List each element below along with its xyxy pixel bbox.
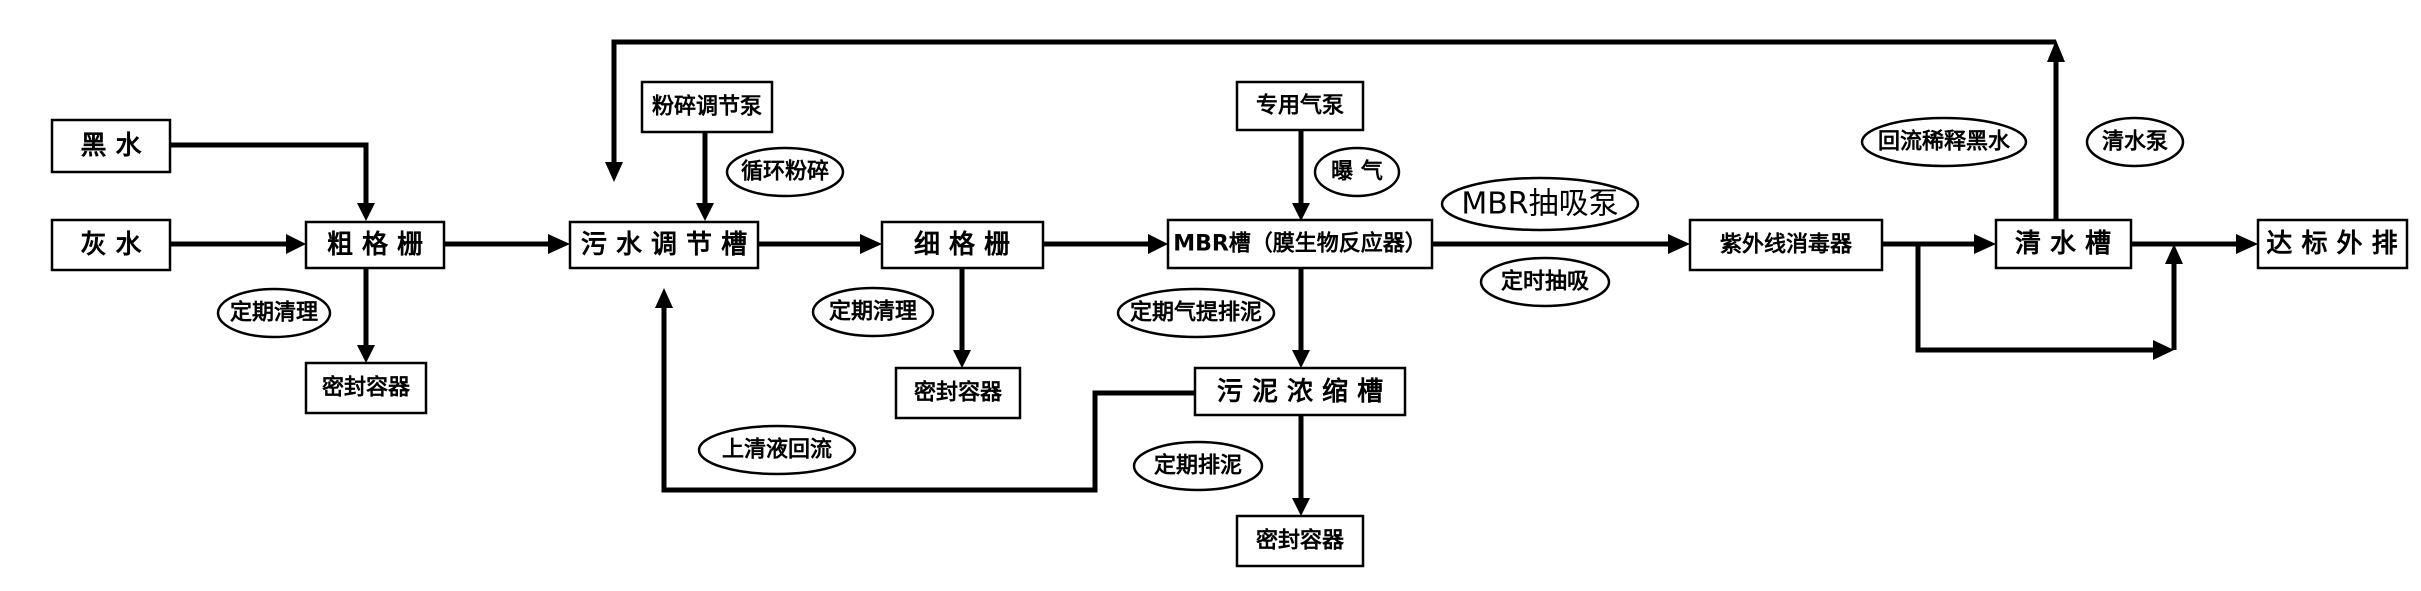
arrowhead (1668, 234, 1690, 254)
crushing-pump-node: 粉碎调节泵 (640, 80, 774, 134)
crushing-pump-label: 粉碎调节泵 (652, 94, 762, 120)
sludge-thickener-label: 污 泥 浓 缩 槽 (1217, 376, 1383, 407)
arrowhead (2165, 244, 2183, 264)
supernatant-return-annotation: 上清液回流 (697, 424, 857, 476)
periodic-sludge-annotation: 定期排泥 (1132, 440, 1264, 492)
arrowhead (357, 203, 375, 221)
arrowhead (1148, 234, 1168, 254)
flow-bypass (1915, 244, 2155, 353)
black-water-label: 黑 水 (80, 131, 142, 161)
clear-water-pump-annotation: 清水泵 (2085, 116, 2185, 168)
uv-disinfector-label: 紫外线消毒器 (1720, 232, 1853, 258)
cyclic-crushing-annotation: 循环粉碎 (725, 146, 845, 198)
grey-water-label: 灰 水 (80, 230, 142, 260)
arrowhead (605, 162, 623, 182)
air-pump-node: 专用气泵 (1235, 80, 1365, 132)
arrowhead (286, 234, 306, 254)
sealed-container-1-node: 密封容器 (304, 361, 428, 415)
discharge-node: 达 标 外 排 (2256, 218, 2409, 270)
clear-water-tank-label: 清 水 槽 (2015, 229, 2111, 259)
coarse-screen-node: 粗 格 栅 (304, 220, 446, 270)
arrowhead (1292, 350, 1310, 368)
flow-lines (170, 39, 2258, 516)
arrowhead (357, 345, 375, 363)
sealed-container-3-label: 密封容器 (1256, 528, 1345, 554)
cyclic-crushing-text: 循环粉碎 (741, 159, 829, 185)
mbr-tank-label: MBR槽（膜生物反应器） (1173, 231, 1427, 257)
annotation-ovals: 定期清理 循环粉碎 定期清理 曝 气 定期气提排泥 MBR抽吸泵 定时抽吸 定 (216, 116, 2185, 492)
clear-water-pump-text: 清水泵 (2102, 129, 2168, 155)
timed-suction-annotation: 定时抽吸 (1479, 256, 1611, 308)
process-boxes: 黑 水 灰 水 粗 格 栅 密封容器 污 水 调 节 槽 粉碎调节泵 细 格 栅 (50, 80, 2409, 568)
aeration-annotation: 曝 气 (1313, 146, 1401, 198)
mbr-suction-pump-text: MBR抽吸泵 (1461, 187, 1618, 222)
periodic-clean-1-annotation: 定期清理 (216, 287, 332, 339)
periodic-airlift-text: 定期气提排泥 (1130, 300, 1262, 326)
sludge-thickener-node: 污 泥 浓 缩 槽 (1193, 366, 1407, 417)
flow-supernatant-return (661, 306, 1195, 493)
grey-water-node: 灰 水 (50, 218, 172, 272)
arrowhead (2236, 234, 2258, 254)
arrowhead (860, 234, 882, 254)
flow-dilution-top (611, 39, 2056, 164)
timed-suction-text: 定时抽吸 (1501, 269, 1590, 295)
dilution-return-text: 回流稀释黑水 (1878, 129, 2011, 155)
sealed-container-2-label: 密封容器 (914, 380, 1003, 406)
air-pump-label: 专用气泵 (1256, 93, 1344, 119)
arrowhead (655, 288, 673, 308)
discharge-label: 达 标 外 排 (2266, 229, 2397, 259)
fine-screen-label: 细 格 栅 (914, 229, 1010, 260)
periodic-clean-2-annotation: 定期清理 (811, 286, 935, 338)
sealed-container-1-label: 密封容器 (322, 375, 411, 401)
arrowhead (696, 203, 714, 221)
arrowhead (1292, 203, 1310, 221)
mbr-suction-pump-annotation: MBR抽吸泵 (1440, 176, 1640, 232)
arrowhead (2153, 340, 2174, 360)
regulating-tank-node: 污 水 调 节 槽 (568, 220, 760, 270)
aeration-text: 曝 气 (1331, 159, 1383, 185)
arrowhead (1974, 234, 1996, 254)
periodic-clean-2-text: 定期清理 (829, 299, 917, 325)
coarse-screen-label: 粗 格 栅 (327, 229, 423, 260)
flow-black-water (170, 142, 369, 205)
supernatant-return-text: 上清液回流 (722, 437, 832, 463)
arrowhead (548, 234, 570, 254)
arrowhead (953, 350, 971, 368)
fine-screen-node: 细 格 栅 (880, 220, 1045, 270)
periodic-airlift-annotation: 定期气提排泥 (1116, 287, 1276, 339)
mbr-tank-node: MBR槽（膜生物反应器） (1166, 218, 1434, 270)
sealed-container-3-node: 密封容器 (1235, 514, 1365, 568)
uv-disinfector-node: 紫外线消毒器 (1688, 218, 1884, 272)
arrowhead (2047, 40, 2065, 62)
clear-water-tank-node: 清 水 槽 (1994, 218, 2133, 270)
black-water-node: 黑 水 (50, 118, 172, 174)
arrowhead (1292, 498, 1310, 516)
periodic-sludge-text: 定期排泥 (1154, 453, 1242, 479)
dilution-return-annotation: 回流稀释黑水 (1860, 116, 2028, 168)
regulating-tank-label: 污 水 调 节 槽 (581, 230, 747, 260)
sealed-container-2-node: 密封容器 (894, 366, 1022, 420)
periodic-clean-1-text: 定期清理 (230, 300, 318, 326)
